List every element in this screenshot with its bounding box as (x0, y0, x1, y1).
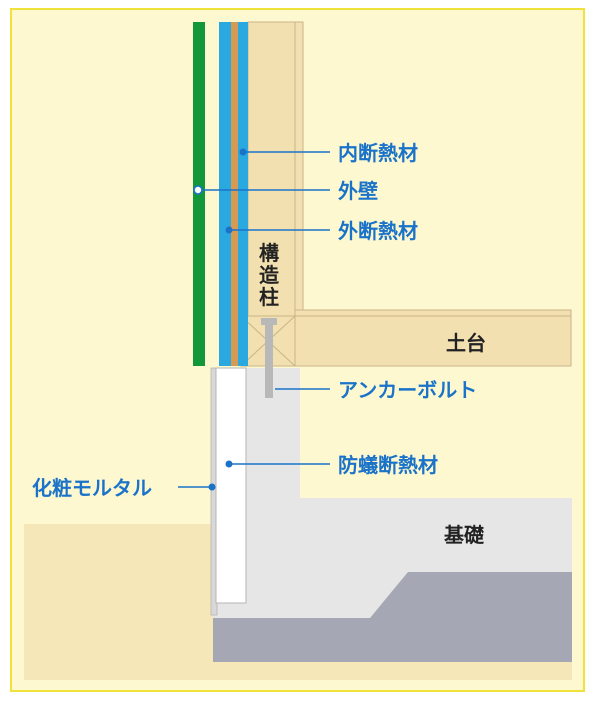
label-inner-insulation: 内断熱材 (338, 141, 418, 165)
label-structural-pillar-3: 柱 (259, 285, 279, 309)
leader-termite-insulation (225, 460, 330, 468)
label-structural-pillar-1: 構 (259, 241, 279, 265)
leader-outer-insulation (225, 226, 330, 234)
termite-insulation-board (215, 367, 247, 604)
anchor-bolt-shaft (265, 320, 273, 398)
label-anchor-bolt: アンカーボルト (338, 378, 477, 402)
label-mortar: 化粧モルタル (32, 476, 152, 500)
label-sill: 土台 (446, 331, 486, 355)
inner-insulation-layer (238, 22, 248, 366)
leader-mortar (178, 483, 216, 491)
label-outer-insulation: 外断熱材 (338, 219, 418, 243)
structural-pillar (247, 21, 296, 367)
pillar-backing (294, 21, 304, 313)
label-structural-pillar-2: 造 (259, 263, 280, 287)
leader-inner-insulation (239, 148, 330, 156)
sill-beam (294, 309, 572, 367)
leader-outer-wall (193, 185, 330, 195)
label-foundation: 基礎 (444, 523, 485, 547)
label-outer-wall: 外壁 (338, 179, 378, 203)
label-termite-insulation: 防蟻断熱材 (338, 453, 438, 477)
foundation-gravel (213, 572, 572, 662)
board-layer (231, 22, 238, 366)
outer-insulation-layer (219, 22, 231, 366)
